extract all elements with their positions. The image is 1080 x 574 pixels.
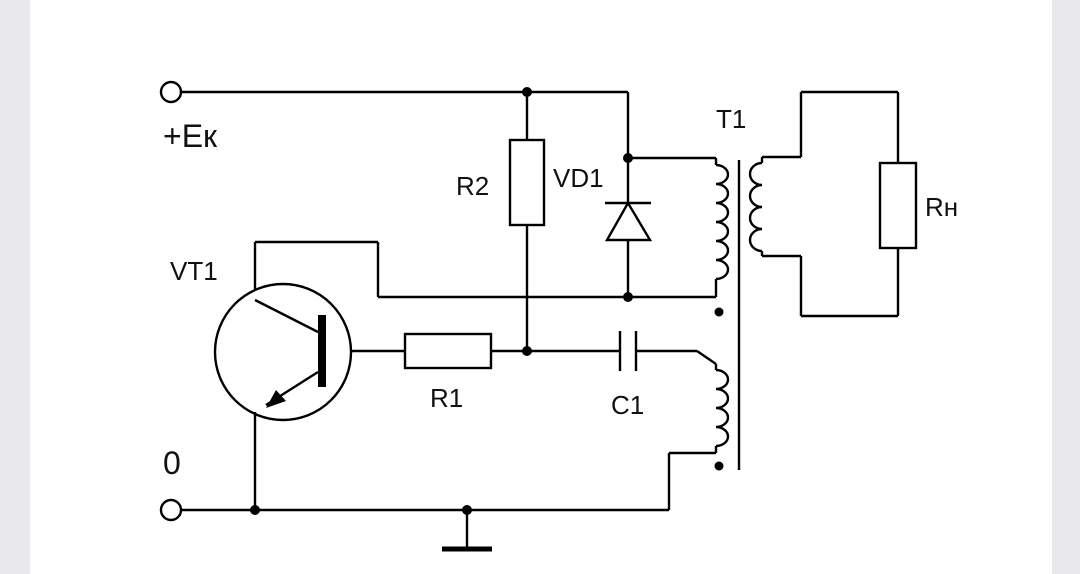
ground-terminal (159, 498, 183, 522)
diagram-page (30, 0, 1052, 574)
junction-dot (522, 87, 532, 97)
capacitor-c1 (618, 331, 638, 371)
supply-rail (182, 90, 630, 158)
base-circuit (322, 349, 718, 370)
load-resistor-rn (878, 161, 918, 250)
resistor-r1 (403, 332, 493, 370)
resistor-r2 (508, 92, 546, 351)
transformer-secondary-coil (748, 161, 763, 253)
load-circuit (760, 90, 900, 318)
label-supply: +Eк (163, 118, 218, 154)
supply-terminal (159, 80, 183, 104)
primary-polarity-dot (714, 307, 724, 317)
label-t1: T1 (716, 104, 746, 134)
transformer-primary-coil (715, 163, 730, 281)
label-load: Rн (925, 192, 958, 222)
junction-dot (623, 292, 633, 302)
label-c1: C1 (611, 390, 644, 420)
junction-dot (462, 505, 472, 515)
label-ground: 0 (163, 445, 181, 481)
label-vd1: VD1 (553, 163, 604, 193)
label-transistor: VT1 (170, 256, 218, 286)
junction-dot (522, 346, 532, 356)
diode-vd1 (604, 158, 653, 297)
transistor-vt1 (213, 282, 353, 510)
feedback-polarity-dot (714, 461, 724, 471)
label-r2: R2 (456, 171, 489, 201)
primary-winding-wiring (253, 156, 718, 300)
label-r1: R1 (430, 383, 463, 413)
transformer-feedback-coil (715, 368, 730, 448)
junction-dot (623, 153, 633, 163)
junction-dot (250, 505, 260, 515)
ground-rail (182, 446, 718, 547)
